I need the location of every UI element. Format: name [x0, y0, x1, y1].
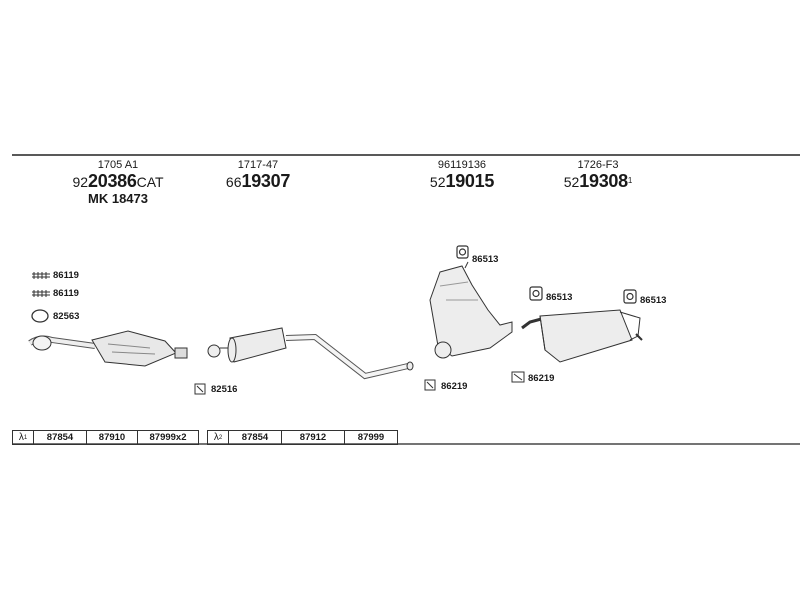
center-silencer: [429, 261, 513, 359]
part-code: 1705 A1: [97, 159, 139, 171]
part-mk-number: MK 18473: [88, 191, 148, 206]
clamp-icon: [511, 371, 525, 383]
rear-silencer: [521, 309, 643, 363]
part-number: 6619307: [225, 171, 291, 191]
part-header-center-silencer: 96119136 5219015: [430, 159, 494, 191]
clamp-label: 86219: [441, 381, 468, 392]
part-header-middle-silencer: 1717-47 6619307: [226, 159, 290, 191]
part-code: 96119136: [437, 159, 487, 171]
part-number: 5219015: [429, 171, 495, 191]
bolt-icon: [32, 290, 50, 297]
part-number: 9220386CAT: [72, 171, 164, 191]
clamp-icon: [194, 383, 206, 395]
table-cell: 87854: [229, 431, 282, 444]
middle-silencer: [207, 327, 414, 380]
hanger-label: 86513: [472, 254, 499, 265]
rubber-hanger-icon: [456, 245, 469, 259]
catalytic-converter: [28, 330, 188, 367]
table-cell: 87854: [34, 431, 87, 444]
table-cell: 87910: [87, 431, 138, 444]
clamp-icon: [424, 379, 436, 391]
clamp-label: 82516: [211, 384, 238, 395]
table-cell: 87999x2: [149, 432, 187, 443]
part-code: 1717-47: [237, 159, 279, 171]
hanger-label: 86513: [546, 292, 573, 303]
part-code: 1726-F3: [577, 159, 619, 171]
hanger-label: 86513: [640, 295, 667, 306]
part-header-catalyst: 1705 A1 9220386CAT MK 18473: [72, 159, 163, 207]
ring-label: 82563: [53, 311, 80, 322]
sealing-ring-icon: [31, 309, 49, 323]
rubber-hanger-icon: [623, 289, 637, 304]
bolt-label: 86119: [53, 270, 79, 281]
bolt-label: 86119: [53, 288, 79, 299]
clamp-label: 86219: [528, 373, 555, 384]
table-cell: 87912: [282, 431, 345, 444]
bolt-icon: [32, 272, 50, 279]
rubber-hanger-icon: [529, 286, 543, 301]
part-number: 52193081: [563, 171, 633, 191]
part-header-rear-silencer: 1726-F3 52193081: [564, 159, 633, 191]
table-cell: 87999: [357, 432, 385, 443]
